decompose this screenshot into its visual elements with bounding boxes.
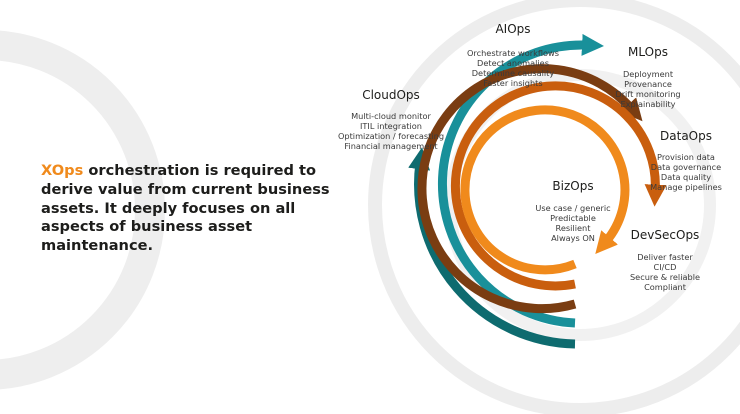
- layer-item: Optimization / forecasting: [338, 131, 444, 141]
- layer-item: Provenance: [624, 79, 672, 89]
- layer-title-dataops: DataOps: [660, 129, 712, 143]
- layer-item: Use case / generic: [535, 203, 610, 213]
- layer-item: Determine causality: [472, 68, 555, 78]
- layer-item: Detect anomalies: [477, 58, 549, 68]
- layer-item: Financial management: [344, 141, 438, 151]
- layer-cloudops: CloudOps Multi-cloud monitor ITIL integr…: [338, 88, 444, 151]
- layer-item: Data quality: [661, 172, 711, 182]
- layer-item: Drift monitoring: [615, 89, 680, 99]
- layer-item: Secure & reliable: [630, 272, 700, 282]
- layer-item: ITIL integration: [360, 121, 422, 131]
- layer-item: Resilient: [556, 223, 592, 233]
- layer-item: Orchestrate workflows: [467, 48, 559, 58]
- layer-dataops: DataOps Provision data Data governance D…: [650, 129, 722, 192]
- layer-aiops: AIOps Orchestrate workflows Detect anoma…: [467, 22, 559, 88]
- arrow-mlops: [417, 64, 643, 314]
- layer-mlops: MLOps Deployment Provenance Drift monito…: [615, 45, 680, 109]
- layer-item: Data governance: [651, 162, 721, 172]
- layer-item: Deliver faster: [637, 252, 693, 262]
- layer-item: Provision data: [657, 152, 715, 162]
- layer-item: CI/CD: [654, 262, 677, 272]
- layer-title-aiops: AIOps: [495, 22, 530, 36]
- layer-title-cloudops: CloudOps: [362, 88, 420, 102]
- layer-item: Faster insights: [483, 78, 542, 88]
- layer-title-mlops: MLOps: [628, 45, 668, 59]
- bg-ring-left: [0, 30, 165, 390]
- arrow-dataops: [450, 81, 667, 291]
- layer-title-bizops: BizOps: [552, 179, 593, 193]
- layer-bizops: BizOps Use case / generic Predictable Re…: [535, 179, 610, 243]
- layer-item: Multi-cloud monitor: [351, 111, 431, 121]
- headline-text: XOps orchestration is required to derive…: [41, 162, 341, 256]
- layer-item: Predictable: [550, 213, 596, 223]
- layer-item: Manage pipelines: [650, 182, 722, 192]
- layer-devsecops: DevSecOps Deliver faster CI/CD Secure & …: [630, 228, 700, 292]
- layer-title-devsecops: DevSecOps: [631, 228, 700, 242]
- headline-rest: orchestration is required to derive valu…: [41, 162, 330, 255]
- arrow-bizops: [460, 105, 630, 275]
- bg-ring-right-outer: [368, 0, 740, 414]
- layer-item: Compliant: [644, 282, 687, 292]
- layer-item: Deployment: [623, 69, 674, 79]
- layer-item: Always ON: [551, 233, 595, 243]
- spiral-arrows: [408, 33, 667, 349]
- layer-item: Explainability: [620, 99, 675, 109]
- headline-accent: XOps: [41, 162, 84, 179]
